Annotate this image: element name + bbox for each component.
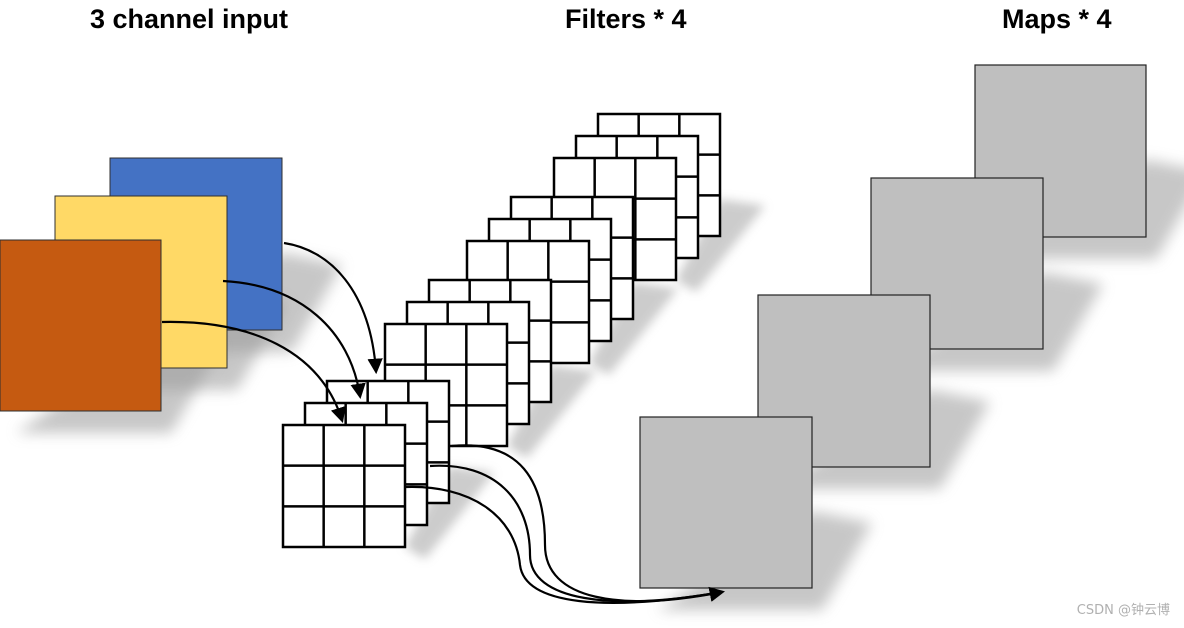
watermark-text: CSDN @钟云博 [1076,603,1170,618]
feature-map-4 [639,416,813,589]
input-arrow-2 [222,279,366,400]
input-title: 3 channel input [90,4,289,34]
output-arrow-3 [405,485,723,604]
input-channels [0,157,283,412]
input-arrow-3 [161,320,346,423]
output-arrow-2 [429,464,723,603]
filter-4-slice-3 [281,423,407,549]
filter-shadow [676,199,765,292]
filter-shadow [507,365,596,458]
filter-stacks [281,112,722,549]
filters-title: Filters * 4 [565,4,687,34]
arrows-layer [161,241,726,604]
input-channel-orange [0,239,162,412]
filter-shadow [405,466,494,559]
filter-cell-border [281,423,407,549]
filter-shadow [589,282,678,375]
input-arrow-1 [283,241,383,375]
maps-title: Maps * 4 [1002,4,1112,34]
feature-maps [639,64,1147,589]
